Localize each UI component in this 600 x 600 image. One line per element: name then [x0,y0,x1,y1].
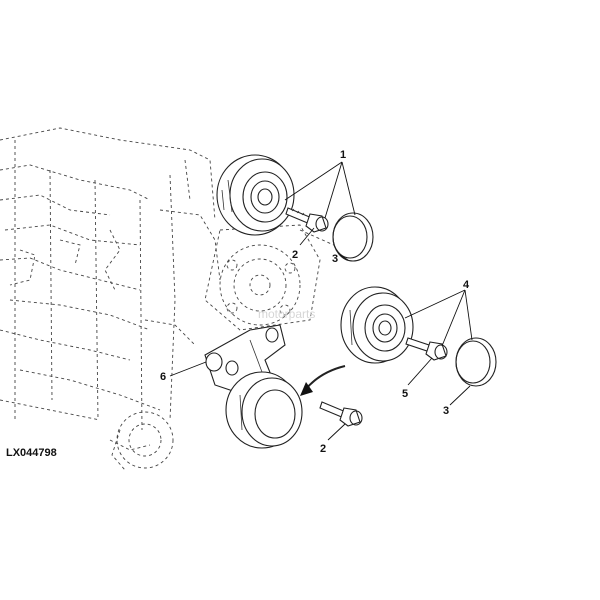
callout-1: 1 [340,149,346,161]
callout-3-right: 3 [443,405,449,417]
callout-3-upper: 3 [332,253,338,265]
engine-block-outline [0,127,346,471]
leader-lines [169,161,473,441]
callout-labels: 1 2 3 4 5 3 6 2 [160,149,470,455]
callout-2-upper: 2 [292,249,298,261]
dust-cap-upper [332,212,374,262]
callout-5: 5 [402,388,408,400]
tensioner-pulley [225,371,303,449]
idler-pulley-upper [216,154,295,236]
bolt-lower [319,401,363,427]
idler-pulley-right [340,286,414,364]
figure-id: LX044798 [6,447,57,459]
install-arrow [300,365,346,396]
bolt-right [405,337,448,361]
watermark-text: motorparts [258,307,315,321]
callout-6: 6 [160,371,166,383]
callout-2-lower: 2 [320,443,326,455]
dust-cap-right [455,337,497,387]
callout-4: 4 [463,279,470,291]
bolt-upper [285,207,329,233]
